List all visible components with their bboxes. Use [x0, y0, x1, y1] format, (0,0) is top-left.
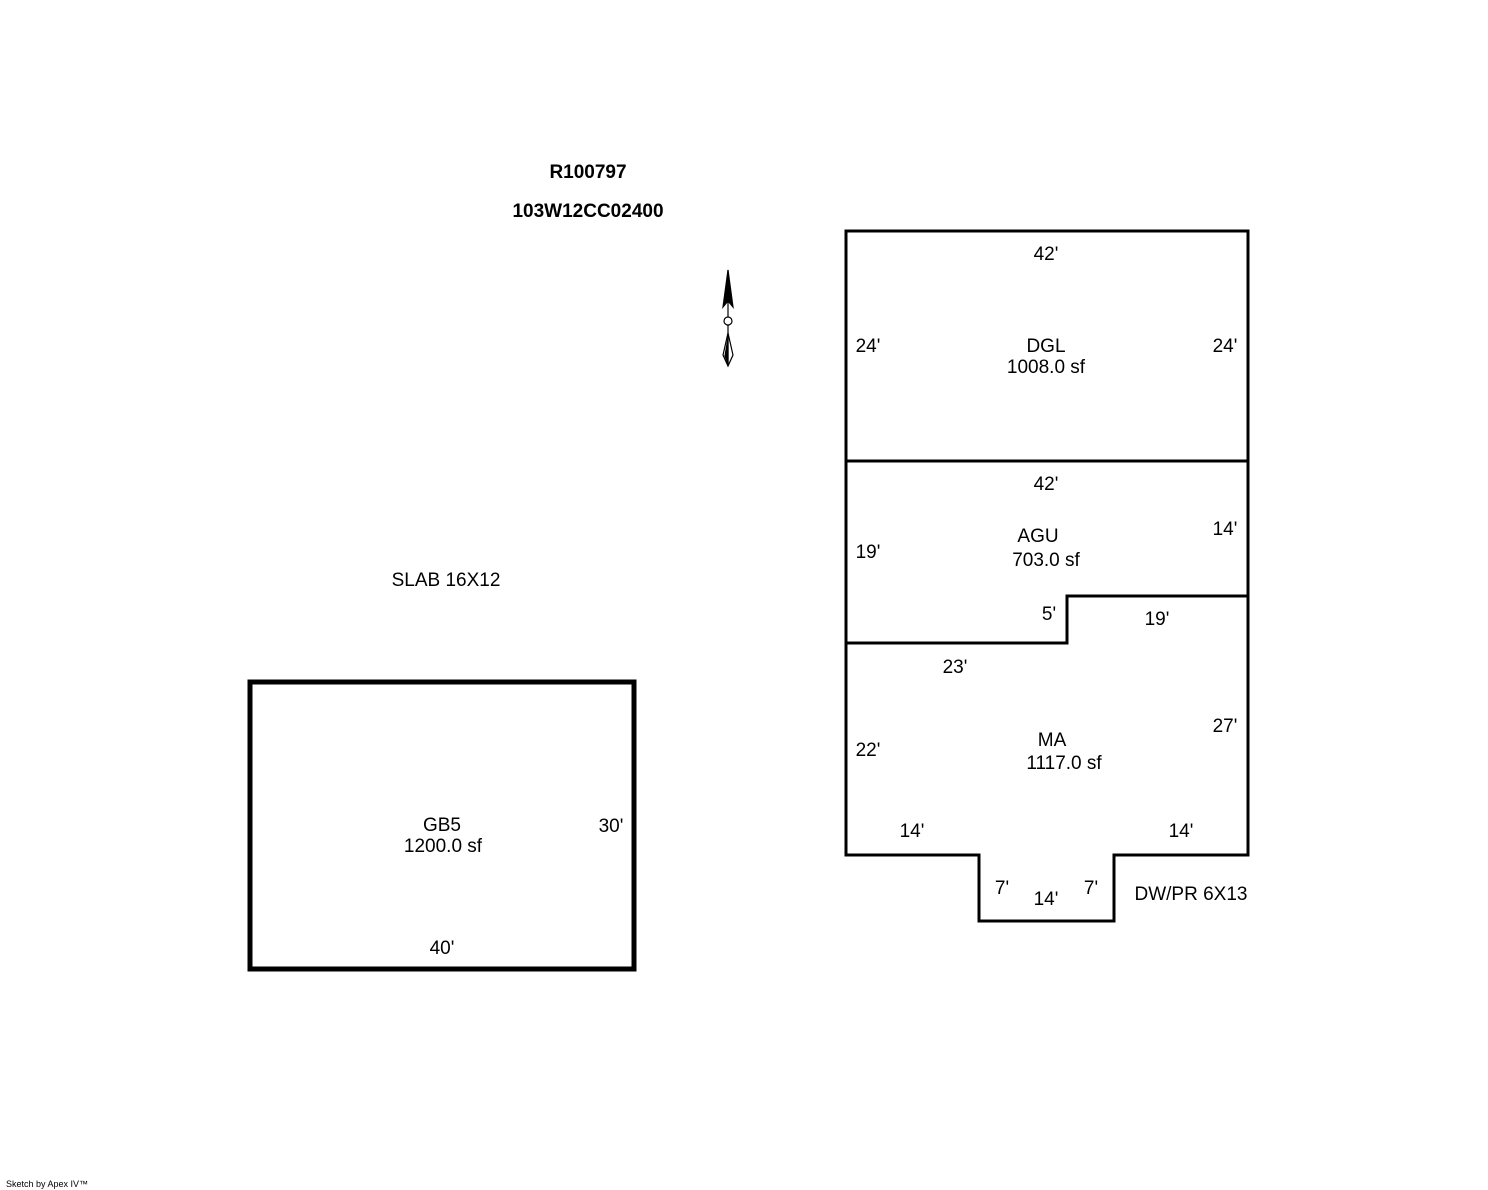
agu-top-dim: 42' [1034, 474, 1059, 495]
parcel-id: R100797 [549, 162, 626, 183]
ma-area: 1117.0 sf [1026, 753, 1102, 774]
ma-right-dim: 27' [1213, 716, 1238, 737]
ma-left-dim: 22' [856, 740, 881, 761]
dgl-top-dim: 42' [1034, 244, 1059, 265]
slab-note: SLAB 16X12 [392, 570, 501, 591]
gb5-name: GB5 [423, 815, 461, 836]
ma-top-dim: 23' [943, 657, 968, 678]
agu-name: AGU [1017, 526, 1058, 547]
gb5-bottom-dim: 40' [430, 938, 455, 959]
dgl-left-dim: 24' [856, 336, 881, 357]
agu-step-top-dim: 19' [1145, 609, 1170, 630]
agu-step-dim: 5' [1042, 604, 1056, 625]
gb5-area: 1200.0 sf [404, 836, 483, 857]
agu-area: 703.0 sf [1012, 550, 1080, 571]
gb5-outline [247, 679, 637, 972]
ma-bottom-right-dim: 14' [1169, 821, 1194, 842]
ma-bump-right-dim: 7' [1084, 878, 1098, 899]
account-id: 103W12CC02400 [512, 201, 663, 222]
gb5-right-dim: 30' [599, 816, 624, 837]
ma-bump-bottom-dim: 14' [1034, 889, 1059, 910]
driveway-note: DW/PR 6X13 [1135, 884, 1248, 905]
dgl-area: 1008.0 sf [1007, 357, 1086, 378]
ma-name: MA [1038, 730, 1067, 751]
dgl-name: DGL [1026, 336, 1065, 357]
ma-bottom-left-dim: 14' [900, 821, 925, 842]
dgl-right-dim: 24' [1213, 336, 1238, 357]
ma-outline [844, 594, 1250, 923]
north-arrow-icon [722, 269, 734, 368]
sketch-credit: Sketch by Apex IV™ [6, 1179, 88, 1189]
ma-bump-left-dim: 7' [995, 878, 1009, 899]
agu-right-dim: 14' [1213, 519, 1238, 540]
agu-left-dim: 19' [856, 542, 881, 563]
